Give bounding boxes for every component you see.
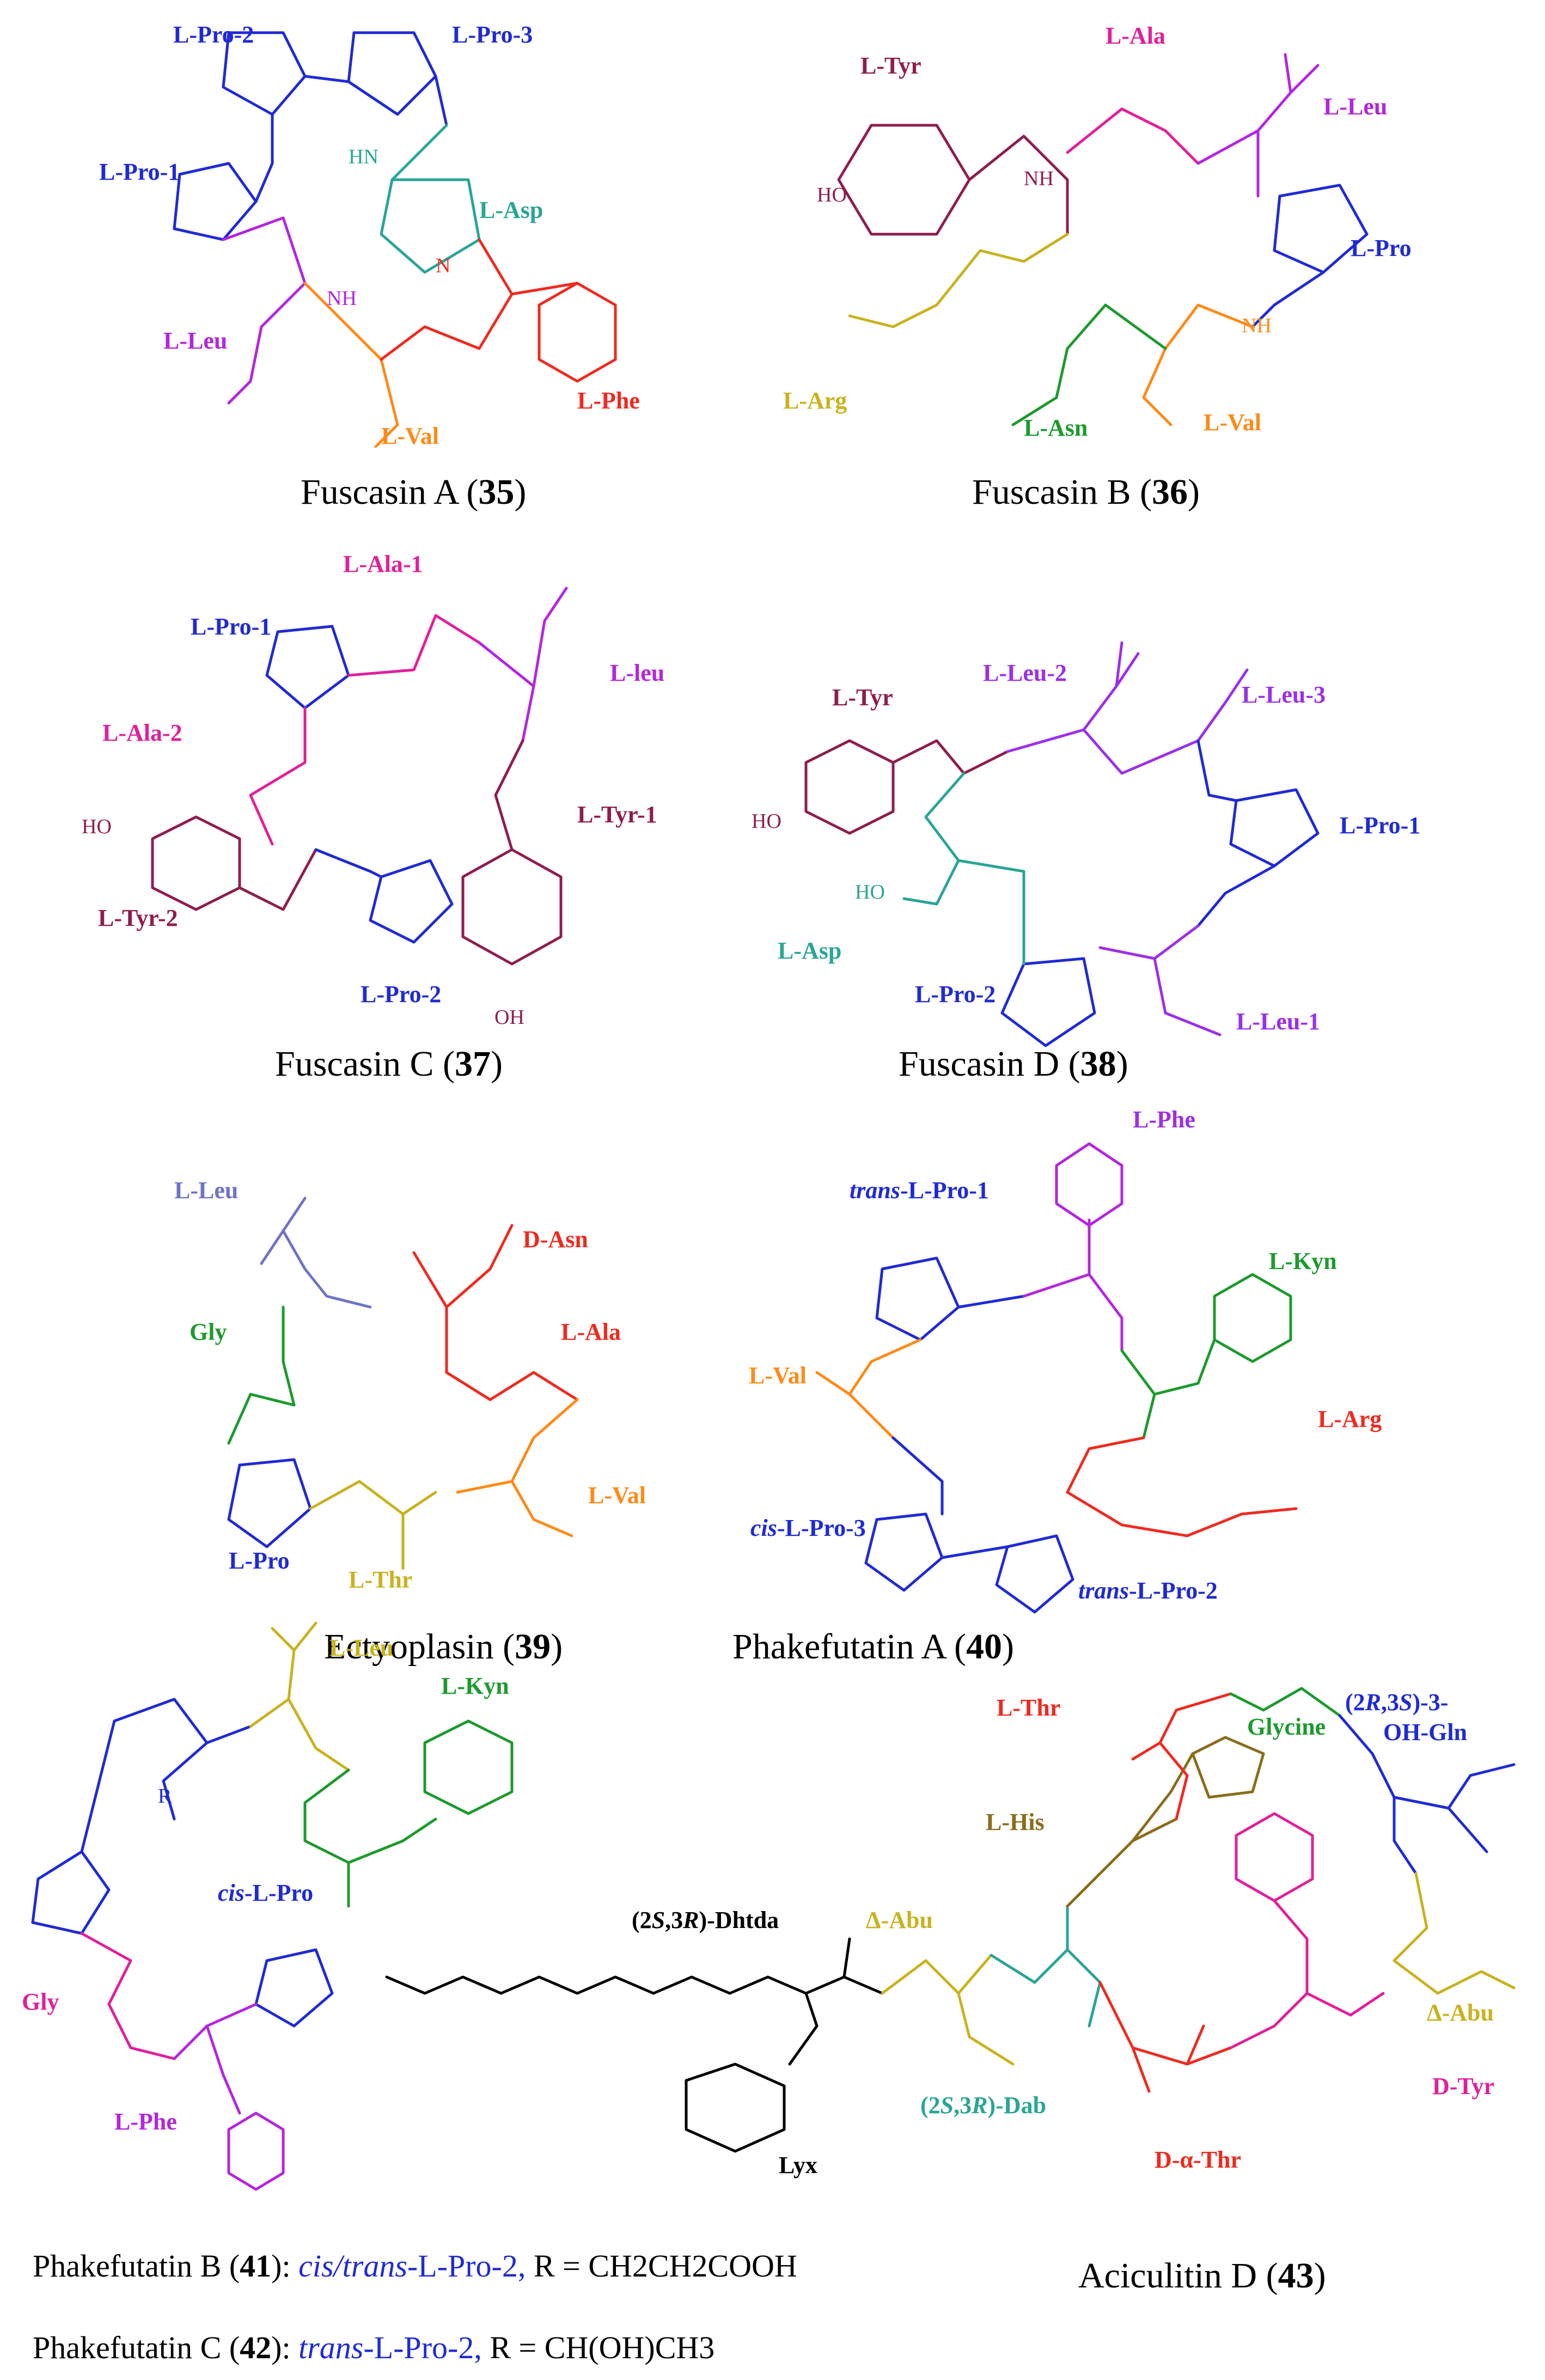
- residue-label: L-Pro-2: [915, 981, 996, 1008]
- atom-label: HO: [855, 881, 885, 904]
- residue-label: cis-L-Pro: [218, 1879, 313, 1906]
- residue-label: L-Phe: [1133, 1106, 1195, 1133]
- residue-label: L-Asp: [479, 197, 543, 223]
- residue-label: L-Pro-1: [99, 158, 180, 185]
- residue-label: L-Val: [588, 1482, 646, 1509]
- residue-label: L-Leu: [1323, 93, 1387, 120]
- atom-label: R: [158, 1785, 172, 1808]
- residue-label: L-Pro-2: [173, 21, 254, 48]
- residue-label: L-Leu-2: [983, 660, 1067, 686]
- residue-label: Δ-Abu: [1427, 1999, 1494, 2026]
- residue-label: Glycine: [1247, 1713, 1326, 1740]
- residue-label: L-Pro-1: [191, 613, 271, 640]
- residue-label: L-Leu: [163, 327, 227, 354]
- fuscasin-b-structure: [837, 53, 1369, 426]
- caption: Ectyoplasin (39): [324, 1627, 563, 1667]
- residue-label: L-Ala: [1106, 22, 1165, 49]
- residue-label: L-Val: [749, 1362, 807, 1389]
- residue-label: L-Tyr: [832, 684, 893, 711]
- residue-label: cis-L-Pro-3: [750, 1515, 866, 1541]
- caption: Aciculitin D (43): [1078, 2256, 1326, 2296]
- residue-label: L-Pro-1: [1340, 812, 1420, 839]
- residue-label: L-leu: [610, 660, 664, 686]
- residue-label: L-Phe: [577, 387, 640, 414]
- residue-label: D-Asn: [523, 1226, 588, 1253]
- residue-label: (2R,3S)-3-: [1345, 1689, 1448, 1716]
- atom-label: HO: [817, 184, 847, 206]
- residue-label: (2S,3R)-Dab: [920, 2092, 1046, 2119]
- residue-label: (2S,3R)-Dhtda: [632, 1907, 779, 1933]
- fuscasin-c-structure: [151, 587, 568, 966]
- phakefutatin-a-structure: [815, 1142, 1298, 1614]
- caption: Fuscasin B (36): [972, 472, 1200, 512]
- footnote-phakefutatin-b: Phakefutatin B (41): cis/trans-L-Pro-2, …: [33, 2248, 797, 2284]
- residue-label: L-Tyr-2: [98, 905, 178, 931]
- residue-label: L-Kyn: [441, 1673, 509, 1699]
- residue-label: Gly: [22, 1988, 59, 2015]
- residue-label: L-Pro-3: [452, 21, 533, 48]
- caption: Fuscasin C (37): [275, 1044, 503, 1084]
- atom-label: NH: [1242, 314, 1272, 337]
- residue-label: L-Pro-2: [361, 981, 441, 1008]
- residue-label: Lyx: [779, 2152, 817, 2178]
- residue-label: L-Arg: [1318, 1406, 1382, 1432]
- residue-label: L-Ala-1: [343, 551, 423, 577]
- residue-label: L-Tyr-1: [577, 801, 657, 828]
- residue-label: trans-L-Pro-2: [1078, 1577, 1218, 1604]
- residue-label: L-Asn: [1024, 414, 1088, 441]
- residue-label: L-Asp: [778, 937, 841, 964]
- caption: Fuscasin A (35): [301, 472, 526, 512]
- atom-label: HN: [349, 145, 378, 168]
- fuscasin-d-structure: [804, 641, 1320, 1047]
- residue-label: L-Ala-2: [102, 719, 182, 746]
- residue-label: L-Tyr: [860, 52, 921, 79]
- residue-label: L-Thr: [349, 1566, 412, 1593]
- atom-label: HO: [752, 810, 781, 833]
- ectyoplasin-structure: [227, 1197, 579, 1570]
- residue-label: L-Thr: [997, 1694, 1060, 1721]
- residue-label: L-Kyn: [1269, 1248, 1337, 1274]
- atom-label: N: [436, 254, 450, 277]
- residue-label: Gly: [190, 1319, 227, 1345]
- caption: Phakefutatin A (40): [732, 1627, 1014, 1667]
- residue-label: D-α-Thr: [1155, 2146, 1241, 2173]
- residue-label: L-Val: [1204, 409, 1261, 436]
- atom-label: NH: [1024, 167, 1054, 190]
- residue-label: L-Leu: [174, 1177, 238, 1204]
- residue-label: L-Ala: [561, 1319, 621, 1345]
- atom-label: NH: [327, 287, 357, 310]
- aciculitin-d-structure: [385, 1687, 1516, 2153]
- residue-label: L-Pro: [229, 1547, 290, 1574]
- residue-label: Δ-Abu: [866, 1907, 933, 1933]
- atom-label: OH: [494, 1006, 524, 1029]
- residue-label: L-Pro: [1351, 235, 1412, 261]
- residue-label: D-Tyr: [1432, 2073, 1494, 2100]
- residue-label: trans-L-Pro-1: [850, 1177, 989, 1204]
- caption: Fuscasin D (38): [899, 1044, 1128, 1084]
- residue-label: L-His: [986, 1809, 1045, 1835]
- residue-label: L-Phe: [114, 2108, 177, 2135]
- fuscasin-a-structure: [173, 31, 617, 448]
- residue-label: L-Val: [381, 423, 439, 449]
- residue-label: L-Leu-1: [1236, 1008, 1320, 1035]
- atom-label: HO: [82, 815, 112, 838]
- residue-label: OH-Gln: [1383, 1719, 1467, 1746]
- footnote-phakefutatin-c: Phakefutatin C (42): trans-L-Pro-2, R = …: [33, 2330, 715, 2365]
- residue-label: L-Arg: [783, 387, 847, 414]
- residue-label: L-Leu-3: [1242, 681, 1326, 708]
- phakefutatin-bc-structure: [31, 1621, 514, 2191]
- residue-label: L-Leu: [329, 1634, 393, 1661]
